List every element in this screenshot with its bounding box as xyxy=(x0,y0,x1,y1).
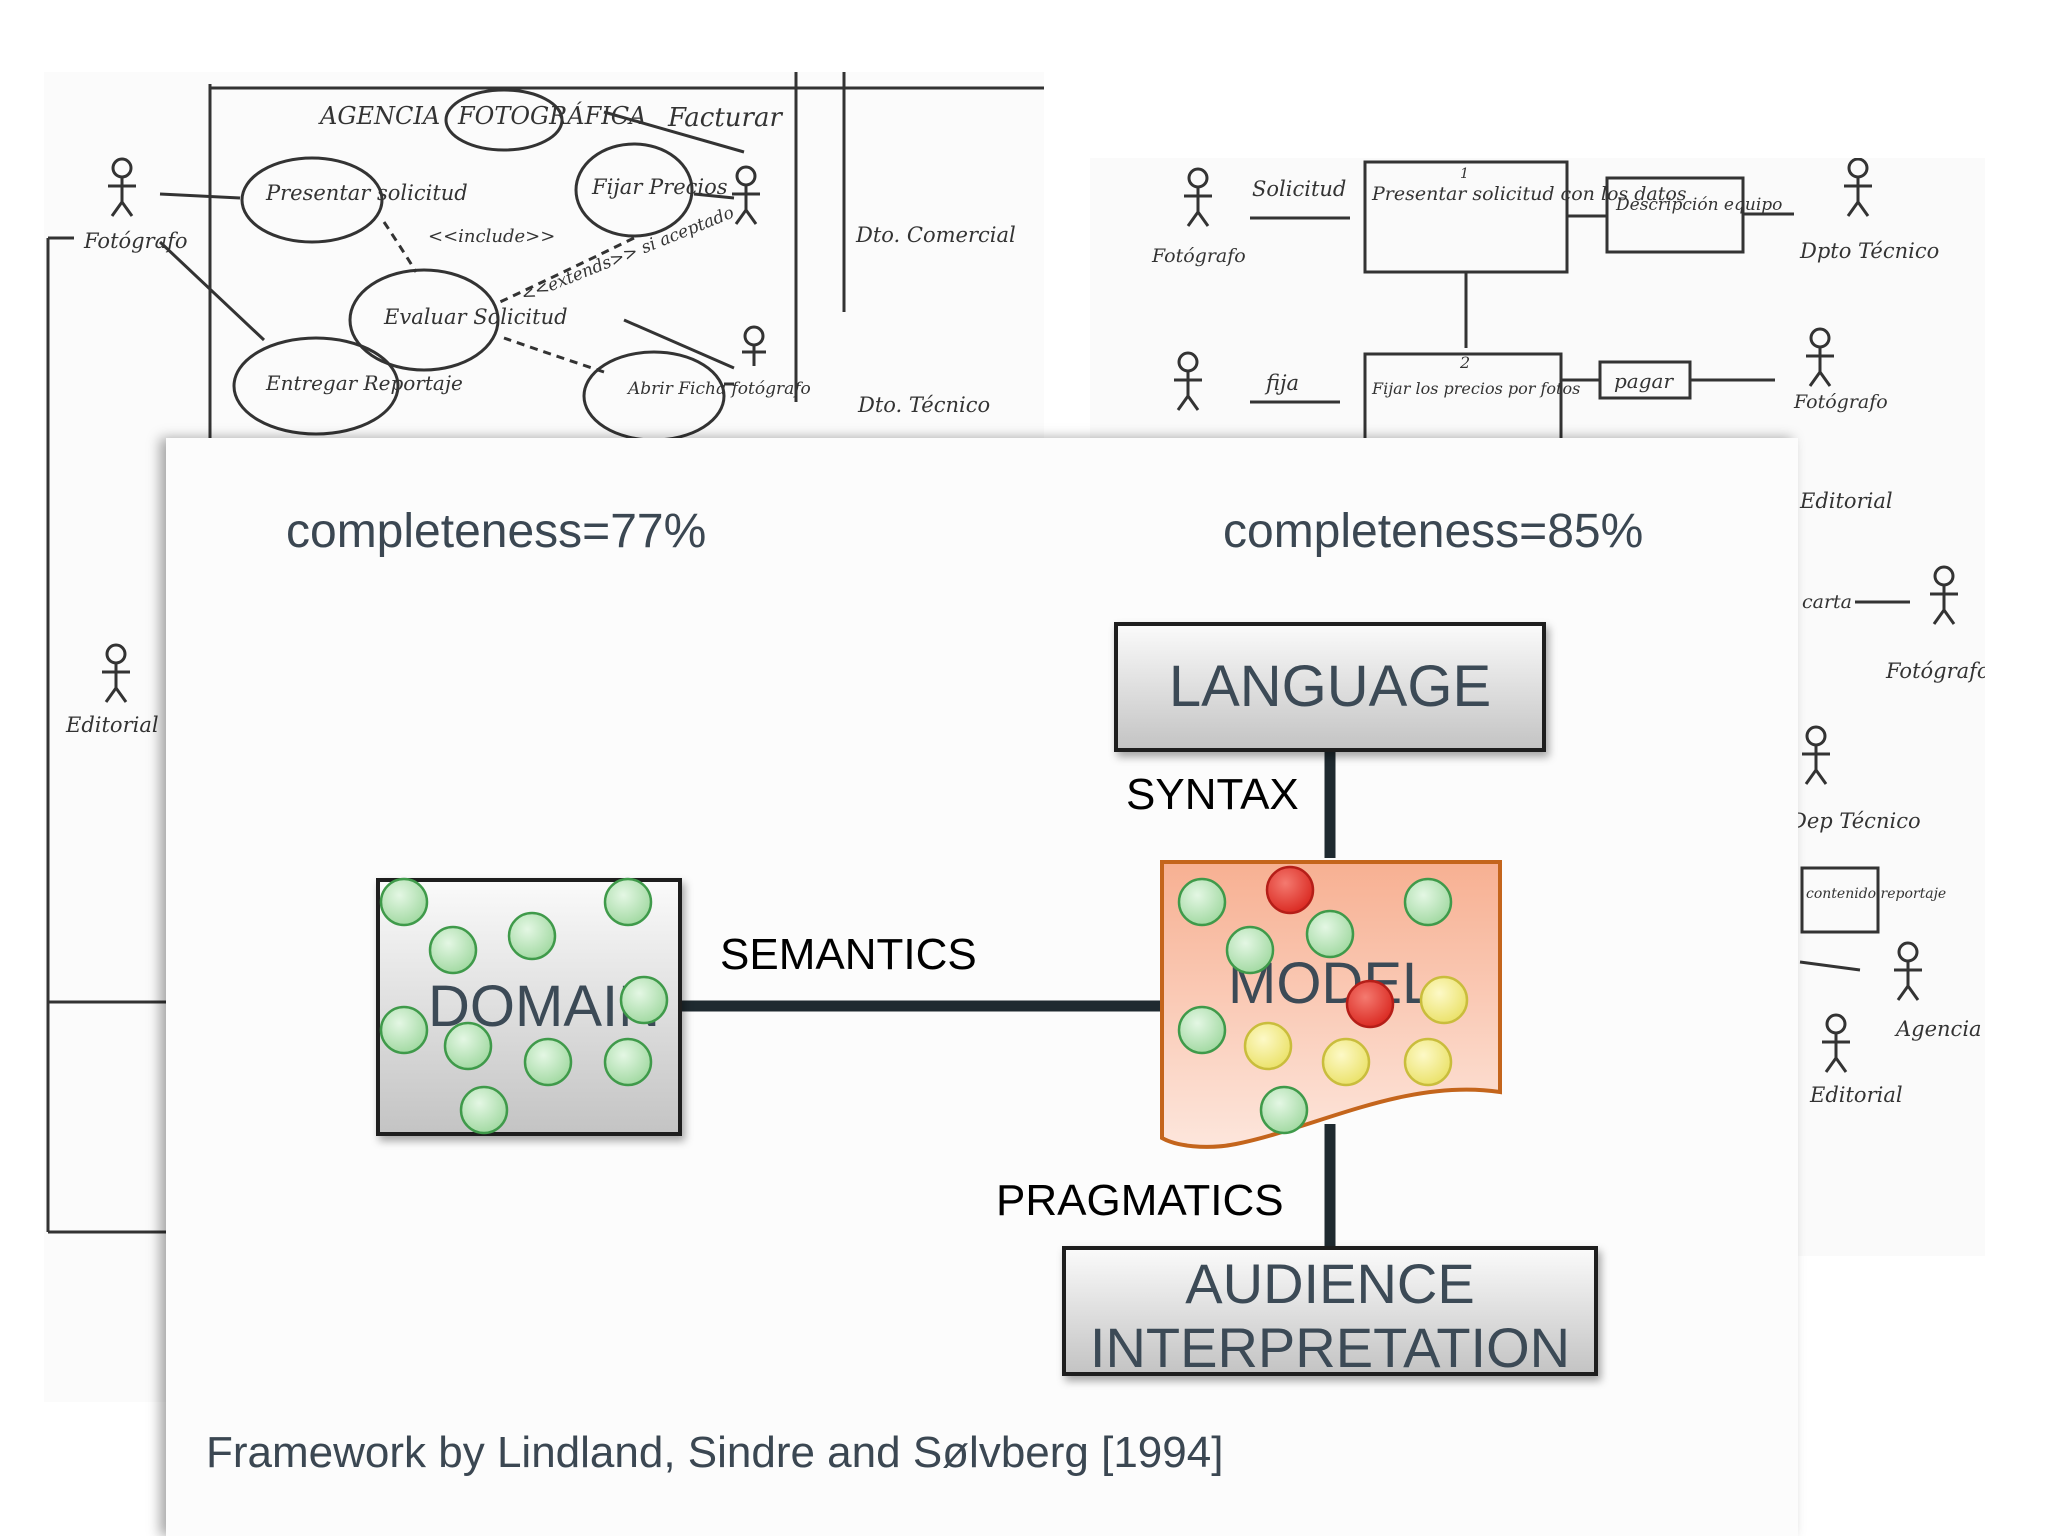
flow-label-descripcion: Descripción equipo xyxy=(1615,195,1782,215)
language-label: LANGUAGE xyxy=(1168,654,1492,719)
sketch-bubble-entregar: Entregar Reportaje xyxy=(265,371,463,395)
sketch-actor-comercial: Dto. Comercial xyxy=(855,223,1016,247)
flow-label-solicitud: Solicitud xyxy=(1252,177,1346,201)
sketch-actor-editorial: Editorial xyxy=(65,713,159,737)
flow-label-carta: carta xyxy=(1802,591,1852,613)
domain-box: DOMAIN xyxy=(376,878,682,1136)
use-case-sketch-drawing: AGENCIA FOTOGRÁFICA Facturar Presentar s… xyxy=(46,72,1044,1402)
flow-step-2: 2 xyxy=(1459,353,1470,372)
sketch-note-include: <<include>> xyxy=(428,226,555,247)
sketch-bubble-abrir: Abrir Ficha fotógrafo xyxy=(626,379,811,399)
completeness-right-label: completeness=85% xyxy=(1223,505,1644,558)
language-box: LANGUAGE xyxy=(1114,622,1546,752)
flow-label-pagar: pagar xyxy=(1614,369,1674,393)
citation-text: Framework by Lindland, Sindre and Sølvbe… xyxy=(206,1428,1224,1477)
syntax-label: SYNTAX xyxy=(1126,770,1299,819)
flow-label-fotografo-1: Fotógrafo xyxy=(1151,245,1246,267)
flow-label-editorial-2: Editorial xyxy=(1809,1083,1903,1107)
audience-label-line2: INTERPRETATION xyxy=(1089,1316,1571,1379)
flow-label-dep-tecnico: Dep Técnico xyxy=(1789,809,1921,833)
flow-step-1: 1 xyxy=(1460,166,1469,182)
flow-label-fotografo-2: Fotógrafo xyxy=(1793,391,1888,413)
sketch-actor-fotografo: Fotógrafo xyxy=(83,229,188,253)
framework-slide: completeness=77% completeness=85% xyxy=(166,438,1798,1536)
sketch-bubble-presentar: Presentar solicitud xyxy=(265,181,468,205)
flow-label-editorial-1: Editorial xyxy=(1799,489,1893,513)
sketch-bubble-evaluar: Evaluar Solicitud xyxy=(383,305,568,329)
audience-label-line1: AUDIENCE xyxy=(1185,1252,1475,1315)
flow-label-fija: fija xyxy=(1264,371,1299,395)
flow-sketch-drawing: Solicitud Presentar solicitud con los da… xyxy=(1151,158,1985,1107)
sketch-bubble-fijar: Fijar Precios xyxy=(591,175,728,199)
pragmatics-label: PRAGMATICS xyxy=(996,1176,1284,1225)
sketch-title-word-1: AGENCIA xyxy=(318,102,440,130)
flow-label-fotografo-3: Fotógrafo xyxy=(1885,659,1985,683)
sketch-actor-tecnico: Dto. Técnico xyxy=(857,393,990,417)
audience-interpretation-box: AUDIENCE INTERPRETATION xyxy=(1062,1246,1598,1379)
semantics-label: SEMANTICS xyxy=(720,930,977,979)
flow-label-contenido: contenido reportaje xyxy=(1806,886,1946,902)
sketch-note-extends: <<extends>> si aceptado xyxy=(518,203,737,307)
domain-label: DOMAIN xyxy=(428,974,660,1039)
sketch-title-word-2: FOTOGRÁFICA xyxy=(457,101,646,130)
completeness-left-label: completeness=77% xyxy=(286,505,707,558)
flow-label-presentar: Presentar solicitud con los datos xyxy=(1371,183,1687,205)
flow-label-fijar-precios: Fijar los precios por fotos xyxy=(1371,379,1580,398)
model-label: MODEL xyxy=(1228,951,1435,1016)
flow-label-dpto-tecnico: Dpto Técnico xyxy=(1799,239,1939,263)
flow-label-agencia: Agencia xyxy=(1894,1017,1982,1041)
sketch-bubble-facturar: Facturar xyxy=(667,103,783,133)
